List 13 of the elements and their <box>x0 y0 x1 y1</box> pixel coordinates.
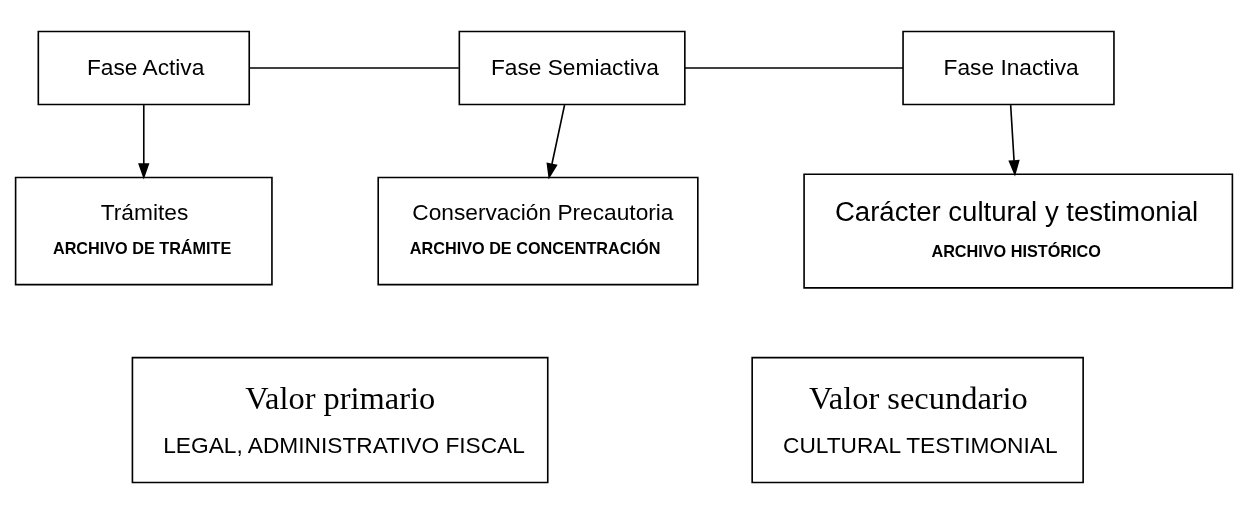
arrow <box>1008 103 1020 176</box>
arrow <box>546 103 566 179</box>
node-box: Trámites ARCHIVO DE TRÁMITE <box>14 176 273 285</box>
node-box: Valor primario LEGAL, ADMINISTRATIVO FISCAL <box>131 356 549 483</box>
node-box: Valor secundario CULTURAL TESTIMONIAL <box>751 356 1084 483</box>
node-box: Conservación Precautoria ARCHIVO DE CONCENTRACIÓN <box>377 176 699 285</box>
connector <box>684 66 904 69</box>
node-box: Carácter cultural y testimonial ARCHIVO HISTÓRICO <box>803 172 1234 289</box>
connector <box>248 66 460 69</box>
node-box: Fase Semiactiva <box>458 30 686 105</box>
node-box: Fase Inactiva <box>902 30 1115 105</box>
node-box: Fase Activa <box>37 30 251 105</box>
arrow <box>138 103 150 180</box>
